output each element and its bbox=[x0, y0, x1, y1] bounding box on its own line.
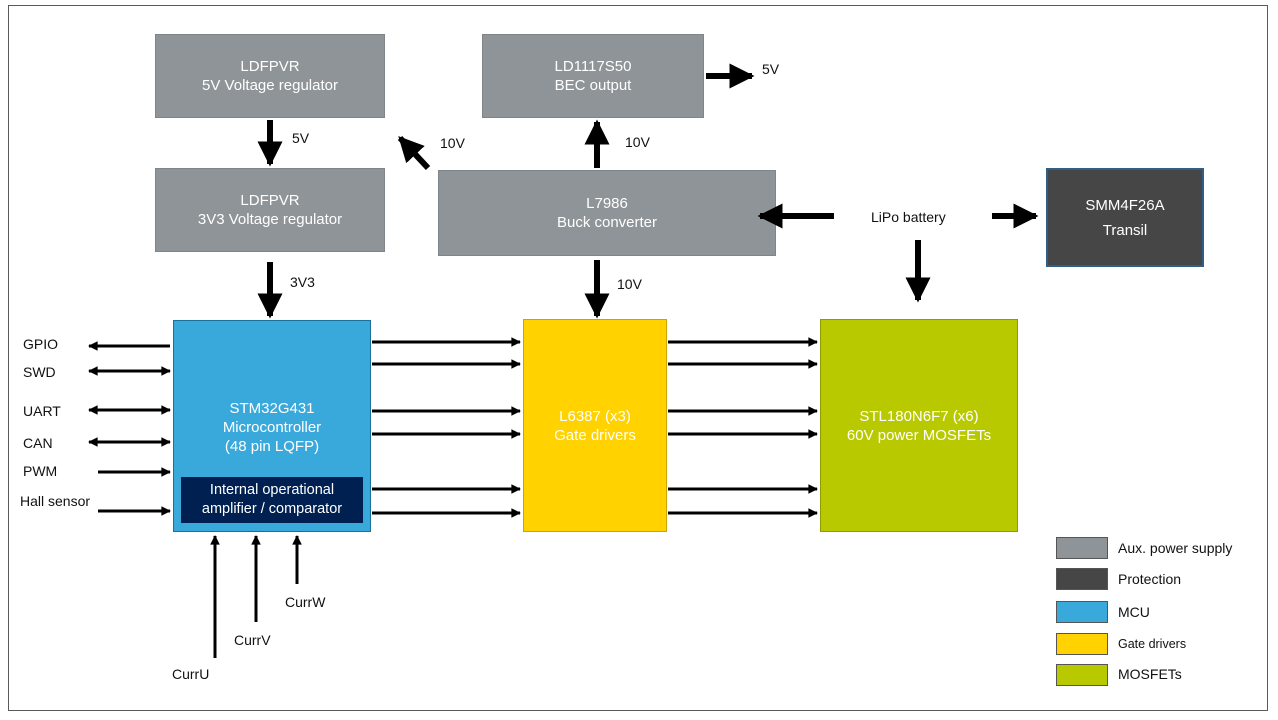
label-3v3: 3V3 bbox=[290, 274, 315, 290]
legend-swatch-mosfets bbox=[1056, 664, 1108, 686]
label-5v-regulator-output: 5V bbox=[292, 130, 310, 146]
ldfpvr-5v-regulator-block: LDFPVR 5V Voltage regulator bbox=[155, 34, 385, 118]
label-10v-to-gate-drivers: 10V bbox=[617, 276, 642, 292]
block-title: SMM4F26A bbox=[1085, 196, 1165, 214]
block-title: LDFPVR bbox=[240, 192, 300, 209]
block-title: STM32G431 bbox=[229, 400, 315, 417]
label-curru: CurrU bbox=[172, 666, 210, 682]
ldfpvr-3v3-regulator-block: LDFPVR 3V3 Voltage regulator bbox=[155, 168, 385, 252]
legend-swatch-protection bbox=[1056, 568, 1108, 590]
block-subtitle: Gate drivers bbox=[554, 426, 636, 444]
block-subtitle: Buck converter bbox=[556, 214, 658, 231]
legend-label-gate-drivers: Gate drivers bbox=[1118, 637, 1187, 651]
legend-label-mcu: MCU bbox=[1118, 604, 1150, 620]
arrow-buck-to-ldfpvr bbox=[397, 135, 431, 171]
block-title: Internal operational bbox=[209, 482, 335, 498]
label-uart: UART bbox=[23, 403, 61, 419]
block-title: L7986 bbox=[586, 195, 628, 212]
block-subtitle: BEC output bbox=[554, 77, 632, 94]
legend-swatch-aux-power bbox=[1056, 537, 1108, 559]
block-subtitle: Transil bbox=[1102, 221, 1148, 239]
label-10v-to-ldfpvr: 10V bbox=[440, 135, 465, 151]
label-10v-to-ld1117: 10V bbox=[625, 134, 650, 150]
block-title: L6387 (x3) bbox=[559, 407, 631, 425]
legend-label-mosfets: MOSFETs bbox=[1118, 666, 1182, 682]
block-subtitle: Microcontroller bbox=[222, 419, 322, 436]
label-swd: SWD bbox=[23, 364, 56, 380]
legend-swatch-mcu bbox=[1056, 601, 1108, 623]
block-title: LD1117S50 bbox=[554, 58, 632, 75]
label-hall-sensor: Hall sensor bbox=[20, 493, 91, 509]
opamp-comparator-block: Internal operational amplifier / compara… bbox=[181, 477, 363, 523]
block-title: LDFPVR bbox=[240, 58, 300, 75]
l6387-gate-driver-block: L6387 (x3) Gate drivers bbox=[523, 319, 667, 532]
legend-label-protection: Protection bbox=[1118, 571, 1182, 587]
block-subtitle: 5V Voltage regulator bbox=[202, 77, 338, 94]
diagram-frame bbox=[8, 5, 1268, 711]
label-currv: CurrV bbox=[234, 632, 271, 648]
stl180n6f7-mosfet-block: STL180N6F7 (x6) 60V power MOSFETs bbox=[820, 319, 1018, 532]
legend-label-aux-power: Aux. power supply bbox=[1118, 540, 1233, 556]
label-gpio: GPIO bbox=[23, 336, 59, 352]
block-title: STL180N6F7 (x6) bbox=[859, 407, 979, 425]
block-package: (48 pin LQFP) bbox=[224, 438, 320, 455]
label-can: CAN bbox=[23, 435, 53, 451]
label-lipo-battery: LiPo battery bbox=[871, 209, 946, 225]
label-pwm: PWM bbox=[23, 463, 58, 479]
ld1117-bec-block: LD1117S50 BEC output bbox=[482, 34, 704, 118]
block-subtitle: amplifier / comparator bbox=[201, 501, 343, 517]
block-subtitle: 3V3 Voltage regulator bbox=[197, 211, 343, 228]
legend-swatch-gate-drivers bbox=[1056, 633, 1108, 655]
block-subtitle: 60V power MOSFETs bbox=[846, 426, 992, 444]
smm4f26a-transil-block: SMM4F26A Transil bbox=[1046, 168, 1204, 267]
l7986-buck-converter-block: L7986 Buck converter bbox=[438, 170, 776, 256]
label-5v-bec-output: 5V bbox=[762, 61, 780, 77]
label-currw: CurrW bbox=[285, 594, 326, 610]
